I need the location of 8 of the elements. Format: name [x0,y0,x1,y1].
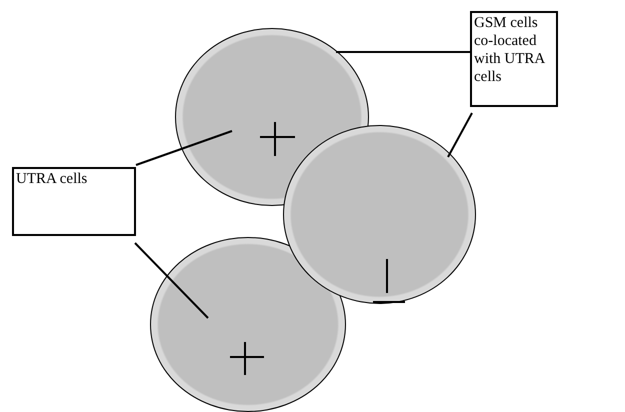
leader-line [447,112,473,158]
leader-line [336,51,470,53]
leader-line [136,130,232,166]
callout-text: GSM cells co-located with UTRA cells [473,14,546,87]
callout-box [470,11,558,107]
callout-text: UTRA cells [15,170,88,189]
callout-box [12,167,136,236]
leader-line [134,242,209,319]
